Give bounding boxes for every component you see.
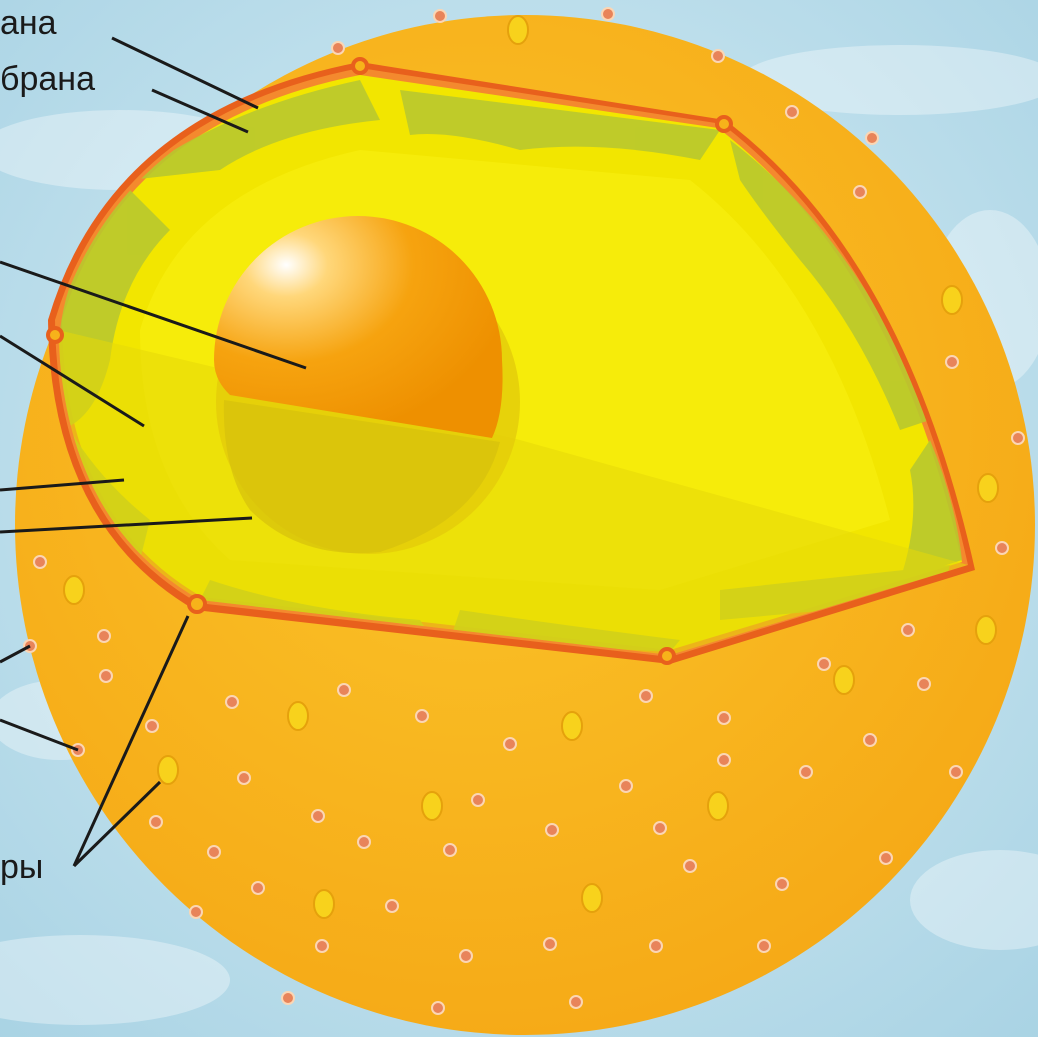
ribosome	[98, 630, 110, 642]
ribosome	[640, 690, 652, 702]
ribosome	[866, 132, 878, 144]
vesicle	[158, 756, 178, 784]
ribosome	[504, 738, 516, 750]
ribosome	[650, 940, 662, 952]
ribosome	[100, 670, 112, 682]
ribosome	[902, 624, 914, 636]
ribosome	[1012, 432, 1024, 444]
vesicle	[582, 884, 602, 912]
ribosome	[34, 556, 46, 568]
vesicle	[562, 712, 582, 740]
vesicle	[834, 666, 854, 694]
ribosome	[570, 996, 582, 1008]
ribosome	[758, 940, 770, 952]
vesicle	[422, 792, 442, 820]
ribosome	[312, 810, 324, 822]
ribosome	[718, 712, 730, 724]
ribosome	[238, 772, 250, 784]
ribosome	[854, 186, 866, 198]
ribosome	[950, 766, 962, 778]
ribosome	[546, 824, 558, 836]
vesicle	[508, 16, 528, 44]
ribosome	[434, 10, 446, 22]
vesicle	[942, 286, 962, 314]
ribosome	[386, 900, 398, 912]
ribosome	[818, 658, 830, 670]
ribosome	[332, 42, 344, 54]
label-pores: ры	[0, 850, 43, 884]
ribosome	[776, 878, 788, 890]
vesicle	[314, 890, 334, 918]
label-inner-membrane: брана	[0, 62, 95, 96]
ribosome	[358, 836, 370, 848]
vesicle	[978, 474, 998, 502]
ribosome	[864, 734, 876, 746]
ribosome	[432, 1002, 444, 1014]
ribosome	[416, 710, 428, 722]
ribosome	[544, 938, 556, 950]
ribosome	[602, 8, 614, 20]
ribosome	[226, 696, 238, 708]
ribosome	[190, 906, 202, 918]
ribosome	[316, 940, 328, 952]
ribosome	[150, 816, 162, 828]
vesicle	[288, 702, 308, 730]
ribosome	[800, 766, 812, 778]
ribosome	[444, 844, 456, 856]
ribosome	[282, 992, 294, 1004]
ribosome	[208, 846, 220, 858]
ribosome	[946, 356, 958, 368]
ribosome	[684, 860, 696, 872]
vesicle	[708, 792, 728, 820]
ribosome	[786, 106, 798, 118]
ribosome	[996, 542, 1008, 554]
nuclear-pore	[660, 649, 674, 663]
ribosome	[654, 822, 666, 834]
vesicle	[976, 616, 996, 644]
ribosome	[252, 882, 264, 894]
ribosome	[620, 780, 632, 792]
ribosome	[918, 678, 930, 690]
nuclear-pore	[717, 117, 731, 131]
ribosome	[712, 50, 724, 62]
ribosome	[718, 754, 730, 766]
ribosome	[460, 950, 472, 962]
nuclear-pore	[189, 596, 205, 612]
nuclear-pore	[353, 59, 367, 73]
ribosome	[338, 684, 350, 696]
label-outer-membrane: ана	[0, 6, 57, 40]
ribosome	[472, 794, 484, 806]
ribosome	[880, 852, 892, 864]
vesicle	[64, 576, 84, 604]
nuclear-pore	[48, 328, 62, 342]
ribosome	[146, 720, 158, 732]
